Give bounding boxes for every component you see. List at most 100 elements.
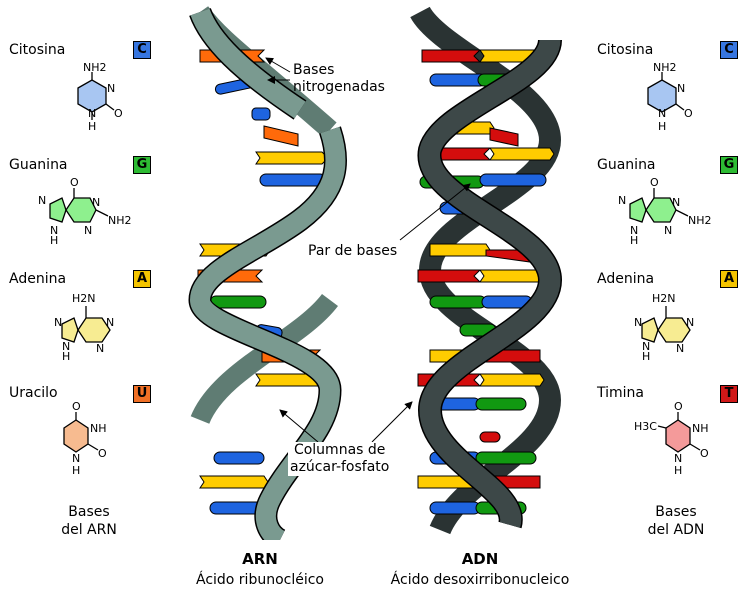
- dna-base-adenine: [479, 373, 545, 387]
- rna-base-uracil: [263, 125, 299, 147]
- rna-helix: [188, 6, 347, 540]
- arrow-to-dna-backbone: [371, 401, 413, 443]
- dna-guanine-structure-icon: O N N NH2 N N H: [618, 176, 712, 246]
- dna-base-cytosine: [479, 173, 547, 187]
- svg-text:O: O: [98, 447, 107, 460]
- svg-text:N: N: [642, 340, 650, 353]
- label-par-de-bases: Par de bases: [306, 243, 400, 260]
- atom-n: N: [107, 82, 115, 95]
- dna-base-guanine: [475, 397, 527, 411]
- dna-base-thymine: [417, 269, 482, 283]
- dna-cytosine-structure-icon: NH2 N N H O: [647, 61, 693, 133]
- dna-base-name-adenine: Adenina: [597, 271, 655, 287]
- dna-base-thymine: [421, 49, 482, 63]
- svg-text:O: O: [700, 447, 709, 460]
- svg-text:H: H: [642, 350, 650, 362]
- svg-text:N: N: [96, 342, 104, 355]
- dna-badge-cytosine: C: [720, 41, 738, 59]
- rna-title: ARN: [242, 550, 278, 568]
- svg-text:N: N: [92, 196, 100, 209]
- svg-text:H2N: H2N: [72, 292, 96, 305]
- svg-text:O: O: [684, 107, 693, 120]
- dna-backbone-front: [419, 38, 561, 528]
- dna-base-pairs: [417, 49, 555, 515]
- rna-guanine-structure-icon: O N N NH2 N N H: [38, 176, 132, 246]
- dna-helix: [410, 5, 563, 535]
- svg-text:N: N: [618, 194, 626, 207]
- dna-base-name-cytosine: Citosina: [597, 42, 654, 58]
- svg-text:NH2: NH2: [653, 61, 677, 74]
- rna-backbone-back: [190, 293, 338, 425]
- svg-text:H2N: H2N: [652, 292, 676, 305]
- svg-text:NH: NH: [90, 422, 107, 435]
- rna-badge-guanine: G: [133, 156, 151, 174]
- dna-thymine-structure-icon: O H3C NH N H O: [634, 400, 709, 477]
- svg-text:NH: NH: [692, 422, 709, 435]
- rna-uracil-structure-icon: O NH N H O: [63, 400, 107, 477]
- rna-base-cytosine: [213, 451, 265, 465]
- svg-text:N: N: [50, 224, 58, 237]
- dna-title: ADN: [461, 550, 499, 568]
- dna-bases-caption: Bases del ADN: [647, 504, 705, 538]
- dna-badge-guanine: G: [720, 156, 738, 174]
- rna-base-name-uracil: Uracilo: [9, 385, 58, 401]
- dna-base-name-thymine: Timina: [597, 385, 644, 401]
- dna-base-guanine: [475, 451, 537, 465]
- svg-text:NH2: NH2: [108, 214, 132, 227]
- rna-adenine-structure-icon: H2N N N N N H: [54, 292, 114, 362]
- dna-base-thymine: [479, 431, 501, 443]
- rna-base-name-cytosine: Citosina: [9, 42, 66, 58]
- label-bases-nitrogenadas: Bases nitrogenadas: [293, 62, 385, 95]
- dna-badge-adenine: A: [720, 270, 738, 288]
- svg-text:N: N: [686, 316, 694, 329]
- svg-text:H: H: [62, 350, 70, 362]
- atom-nh2: NH2: [83, 61, 107, 74]
- label-columnas-azucar-fosfato: Columnas de azúcar-fosfato: [288, 442, 392, 476]
- svg-text:O: O: [674, 400, 683, 413]
- arrow-to-rna-base: [265, 57, 291, 73]
- atom-n: N: [88, 107, 96, 120]
- svg-text:H: H: [72, 464, 80, 477]
- svg-text:N: N: [677, 82, 685, 95]
- svg-text:O: O: [72, 400, 81, 413]
- svg-text:N: N: [634, 316, 642, 329]
- svg-text:H3C: H3C: [634, 420, 657, 433]
- dna-adenine-structure-icon: H2N N N N N H: [634, 292, 694, 362]
- svg-text:N: N: [674, 452, 682, 465]
- svg-text:O: O: [650, 176, 659, 189]
- dna-base-adenine: [489, 147, 555, 161]
- svg-text:N: N: [106, 316, 114, 329]
- rna-base-name-guanine: Guanina: [9, 157, 68, 173]
- svg-text:N: N: [38, 194, 46, 207]
- svg-text:N: N: [630, 224, 638, 237]
- svg-text:N: N: [676, 342, 684, 355]
- rna-badge-cytosine: C: [133, 41, 151, 59]
- dna-badge-thymine: T: [720, 385, 738, 403]
- svg-text:N: N: [672, 196, 680, 209]
- svg-text:H: H: [630, 234, 638, 246]
- dna-base-thymine: [489, 127, 519, 147]
- rna-backbone-front: [189, 126, 346, 540]
- svg-text:N: N: [72, 452, 80, 465]
- rna-bases-caption: Bases del ARN: [61, 504, 117, 538]
- svg-text:NH2: NH2: [688, 214, 712, 227]
- dna-base-name-guanine: Guanina: [597, 157, 656, 173]
- atom-o: O: [114, 107, 123, 120]
- svg-text:H: H: [674, 464, 682, 477]
- svg-text:H: H: [658, 120, 666, 133]
- svg-text:N: N: [658, 107, 666, 120]
- arrow-to-base-pair: [399, 183, 471, 241]
- svg-text:N: N: [84, 224, 92, 237]
- svg-text:H: H: [50, 234, 58, 246]
- rna-subtitle: Ácido ribunocléico: [195, 572, 325, 588]
- atom-h: H: [88, 120, 96, 133]
- dna-subtitle: Ácido desoxirribonucleico: [390, 572, 570, 588]
- rna-badge-uracil: U: [133, 385, 151, 403]
- rna-base-adenine: [255, 151, 329, 165]
- svg-text:N: N: [54, 316, 62, 329]
- rna-cytosine-structure-icon: NH2 N N H O: [77, 61, 123, 133]
- svg-text:N: N: [62, 340, 70, 353]
- rna-badge-adenine: A: [133, 270, 151, 288]
- svg-text:N: N: [664, 224, 672, 237]
